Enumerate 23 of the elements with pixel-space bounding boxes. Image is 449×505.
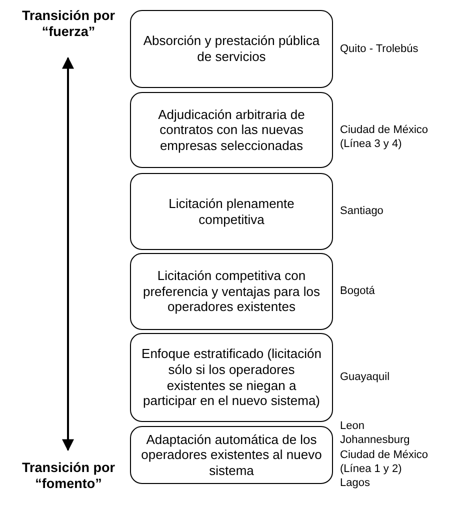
city-label: Ciudad de México (Línea 1 y 2): [340, 448, 430, 476]
process-box: [130, 10, 333, 88]
city-label: Guayaquil: [340, 370, 391, 384]
box-text: Adaptación automática de los operadores existentes al nuevo sistema: [140, 432, 323, 478]
box-text: Licitación plenamente competitiva: [168, 196, 296, 228]
process-box: [130, 333, 333, 422]
city-label: Bogotá: [340, 284, 376, 298]
city-label: Johannesburg: [340, 433, 411, 448]
process-box: [130, 253, 333, 330]
box-text: Absorción y prestación pública de servicios: [142, 33, 321, 65]
process-box: [130, 173, 333, 250]
city-label: Quito - Trolebús: [340, 42, 420, 56]
box-text: Licitación competitiva con preferencia y ventajas para los operadores existentes: [142, 268, 322, 315]
process-box: [130, 92, 333, 168]
box-text: Enfoque estratificado (licitación sólo si los operadores existentes se niegan a participar en el nuevo sistema): [140, 346, 322, 409]
city-label: Santiago: [340, 204, 384, 218]
city-label: Leon: [340, 419, 366, 434]
axis-label: Transición por “fuerza”: [20, 8, 116, 40]
process-box: [130, 426, 333, 484]
city-label: Lagos: [340, 476, 371, 490]
axis-label: Transición por “fomento”: [20, 460, 116, 492]
city-label: Ciudad de México (Línea 3 y 4): [340, 122, 430, 152]
box-text: Adjudicación arbitraria de contratos con las nuevas empresas seleccionadas: [157, 106, 306, 154]
